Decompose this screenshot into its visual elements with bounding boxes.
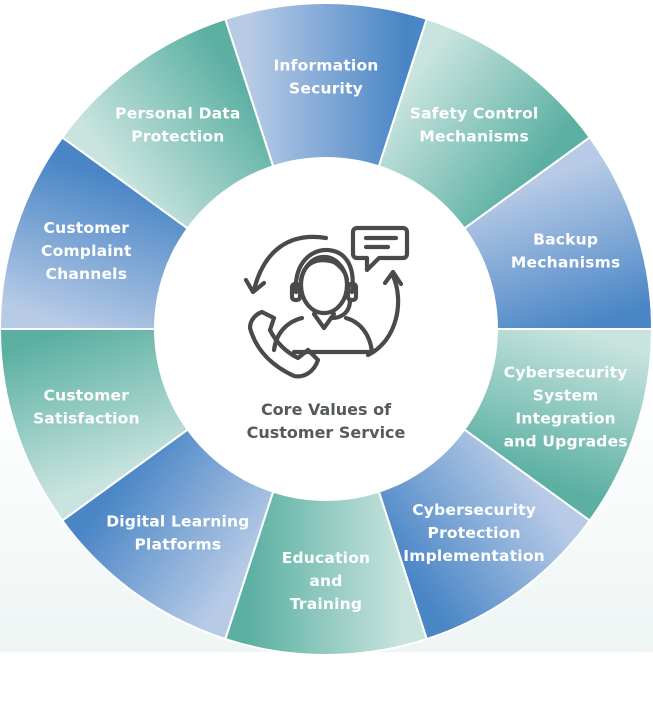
segment-label-6-line-2: and: [309, 572, 342, 590]
segment-label-9-line-2: Complaint: [41, 242, 132, 260]
segment-label-9-line-3: Channels: [46, 265, 128, 283]
center-circle: [154, 157, 498, 501]
segment-label-8-line-2: Satisfaction: [33, 409, 140, 427]
center-title-line-2: Customer Service: [247, 423, 406, 442]
segments-layer: [0, 2, 653, 656]
segment-label-4-line-2: System: [533, 386, 599, 404]
segment-label-2-line-1: Safety Control: [410, 105, 539, 123]
segment-label-1-line-2: Security: [289, 80, 363, 98]
segment-label-6-line-3: Training: [290, 595, 362, 613]
headset-icon: [293, 247, 355, 295]
segment-label-7-line-2: Platforms: [134, 535, 221, 553]
right-cycle-arrow-icon: [365, 273, 401, 358]
segment-label-4-line-3: Integration: [515, 409, 616, 427]
segment-label-8-line-1: Customer: [44, 386, 130, 404]
segment-label-10-line-2: Protection: [131, 128, 224, 146]
segment-label-5-line-1: Cybersecurity: [412, 501, 536, 519]
segment-label-1-line-1: Information: [273, 57, 378, 75]
segment-label-4-line-1: Cybersecurity: [504, 363, 628, 381]
segment-label-5-line-2: Protection: [428, 524, 521, 542]
chat-bubble-icon: [350, 225, 410, 273]
segment-label-4-line-4: and Upgrades: [504, 432, 628, 450]
segment-label-3-line-2: Mechanisms: [511, 254, 621, 272]
segment-label-5-line-3: Implementation: [403, 547, 545, 565]
phone-handset-icon: [247, 309, 321, 379]
segment-label-7-line-1: Digital Learning: [106, 512, 249, 530]
segment-label-6-line-1: Education: [282, 549, 371, 567]
customer-service-agent-icon: [243, 225, 410, 379]
agent-body-icon: [271, 315, 375, 355]
segment-label-9-line-1: Customer: [44, 219, 130, 237]
center-title-line-1: Core Values of: [261, 400, 392, 419]
segment-label-10-line-1: Personal Data: [115, 105, 240, 123]
left-cycle-arrow-icon: [251, 234, 329, 293]
segment-label-2-line-2: Mechanisms: [419, 128, 529, 146]
segment-label-3-line-1: Backup: [533, 231, 598, 249]
